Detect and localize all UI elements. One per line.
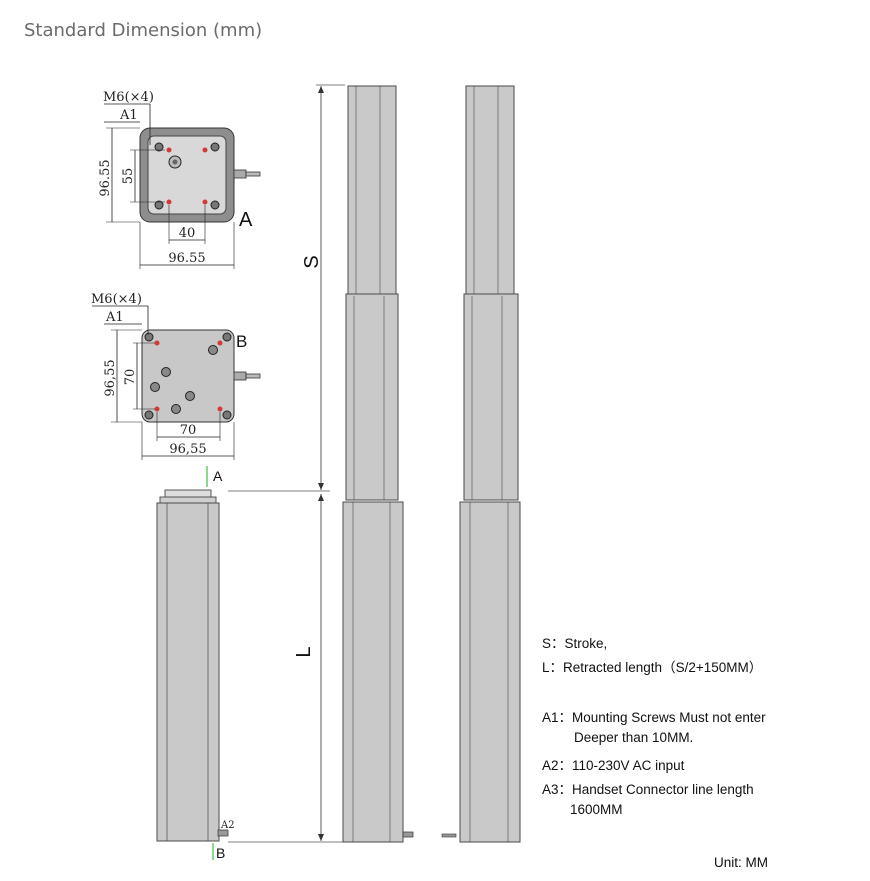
extended-column-side <box>441 85 521 843</box>
view-b-screw-callout: M6(×4) <box>91 292 142 307</box>
column-a2-label: A2 <box>220 820 235 831</box>
view-a-hole <box>154 200 164 210</box>
view-a-height-outer: 96.55 <box>98 159 113 196</box>
column-bottom-label: B <box>216 845 225 861</box>
column-top-label: A <box>213 468 223 484</box>
view-a-connector <box>233 169 247 179</box>
view-a-center-hole-inner <box>172 159 178 165</box>
view-b: M6(×4) A1 96,55 70 70 96,55 B <box>91 292 261 460</box>
view-b-connector-plug <box>245 373 261 379</box>
view-b-corner-hole <box>144 332 154 342</box>
view-a-label: A <box>239 209 253 231</box>
column-side-stage-1 <box>459 501 521 843</box>
view-b-red-hole <box>154 340 160 346</box>
column-front-stage-1 <box>342 501 404 843</box>
view-a-height-inner: 55 <box>121 168 136 185</box>
view-b-corner-hole <box>144 410 154 420</box>
view-b-a1-callout: A1 <box>105 310 124 325</box>
view-b-hole <box>150 382 160 392</box>
view-b-corner-hole <box>222 410 232 420</box>
view-a-screw-callout: M6(×4) <box>103 90 154 105</box>
view-a-red-hole <box>202 199 208 205</box>
view-a-width-outer: 96.55 <box>168 251 205 266</box>
note-a2: A2：110-230V AC input <box>542 758 685 773</box>
note-unit: Unit: MM <box>714 855 768 870</box>
view-b-connector <box>233 371 247 381</box>
view-b-height-outer: 96,55 <box>103 359 118 396</box>
view-a-width-inner: 40 <box>179 226 196 241</box>
retracted-column: A2 A B <box>156 466 235 861</box>
view-a-hole <box>210 142 220 152</box>
view-b-hole <box>161 367 171 377</box>
note-a3-line1: A3：Handset Connector line length <box>542 782 754 797</box>
view-a-a1-callout: A1 <box>119 108 138 123</box>
retracted-column-tube <box>156 502 220 842</box>
dim-stroke-label: S <box>301 255 323 268</box>
retracted-column-a2-plug <box>217 829 229 837</box>
column-front-stage-2 <box>345 293 399 501</box>
view-a-top-face <box>147 135 227 215</box>
view-b-width-outer: 96,55 <box>169 442 206 457</box>
view-b-red-hole <box>217 340 223 346</box>
view-a-hole <box>154 142 164 152</box>
column-side-stage-3 <box>465 85 515 297</box>
note-retracted-length: L：Retracted length（S/2+150MM） <box>542 660 763 675</box>
view-b-hole <box>185 391 195 401</box>
dim-length-label: L <box>293 646 315 657</box>
note-a1-line2: Deeper than 10MM. <box>574 730 694 745</box>
view-a-red-hole <box>166 147 172 153</box>
page-title: Standard Dimension (mm) <box>24 20 263 41</box>
note-stroke: S：Stroke, <box>542 636 608 651</box>
view-b-hole <box>208 345 218 355</box>
extended-column-front <box>342 85 414 843</box>
view-a-connector-plug <box>245 171 261 177</box>
column-side-stage-2 <box>463 293 519 501</box>
view-a: M6(×4) A1 96.55 55 40 96.55 A <box>98 90 261 269</box>
view-b-red-hole <box>154 406 160 412</box>
view-b-height-inner: 70 <box>123 369 138 386</box>
note-a1-line1: A1：Mounting Screws Must not enter <box>542 710 766 725</box>
view-a-red-hole <box>202 147 208 153</box>
view-b-label: B <box>236 332 247 351</box>
retracted-column-flange <box>159 496 217 504</box>
stroke-length-dimensions: S L <box>228 84 345 843</box>
view-b-width-inner: 70 <box>180 423 197 438</box>
column-front-plug <box>402 831 414 838</box>
column-side-plug <box>441 833 457 838</box>
view-b-corner-hole <box>222 332 232 342</box>
note-a3-line2: 1600MM <box>570 802 623 817</box>
view-b-red-hole <box>217 406 223 412</box>
view-a-red-hole <box>166 199 172 205</box>
column-front-stage-3 <box>347 85 397 297</box>
view-b-hole <box>171 404 181 414</box>
view-a-hole <box>210 200 220 210</box>
